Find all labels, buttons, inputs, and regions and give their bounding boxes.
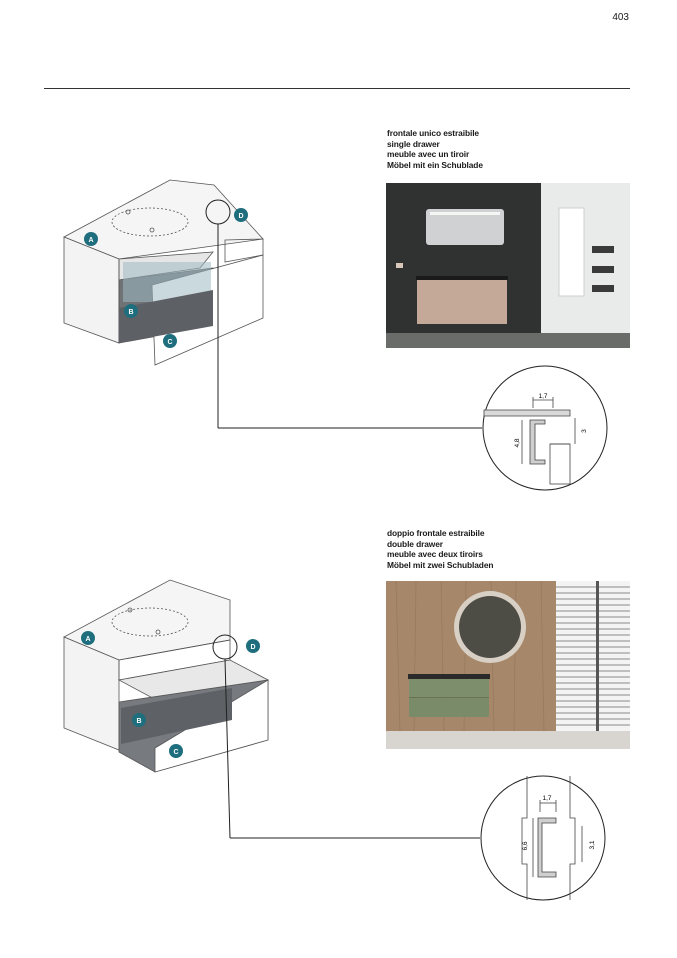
svg-text:B: B: [128, 309, 133, 316]
caption-line-it: doppio frontale estraibile: [387, 528, 485, 538]
caption-line-fr: meuble avec un tiroir: [387, 149, 470, 160]
svg-text:1,7: 1,7: [538, 393, 547, 400]
caption-double-drawer: doppio frontale estraibile double drawer…: [387, 528, 493, 570]
marker-c: C: [163, 334, 177, 348]
profile-detail-single: 1,7 4,8 3: [482, 365, 608, 491]
product-photo-single-drawer: [386, 183, 630, 348]
marker-a: A: [84, 232, 98, 246]
svg-text:6,6: 6,6: [522, 841, 529, 850]
product-photo-double-drawer: [386, 581, 630, 749]
marker-d: D: [246, 639, 260, 653]
caption-line-en: single drawer: [387, 138, 440, 149]
header-rule: [44, 88, 630, 89]
svg-text:B: B: [136, 718, 141, 725]
svg-text:1,7: 1,7: [542, 795, 551, 802]
profile-detail-double: 1,7 6,6 3,1: [480, 775, 606, 901]
caption-single-drawer: frontale unico estraibile single drawer …: [387, 128, 483, 170]
caption-line-de: Möbel mit zwei Schubladen: [387, 559, 494, 570]
marker-b: B: [124, 304, 138, 318]
caption-line-fr: meuble avec deux tiroirs: [387, 549, 483, 560]
caption-line-de: Möbel mit ein Schublade: [387, 159, 483, 170]
marker-d: D: [234, 208, 248, 222]
marker-a: A: [81, 631, 95, 645]
svg-text:C: C: [167, 339, 172, 346]
caption-line-it: frontale unico estraibile: [387, 128, 479, 138]
marker-b: B: [132, 713, 146, 727]
svg-text:A: A: [85, 636, 90, 643]
caption-line-en: double drawer: [387, 538, 443, 549]
page-number: 403: [612, 12, 629, 23]
svg-text:4,8: 4,8: [514, 438, 521, 447]
svg-text:D: D: [238, 213, 243, 220]
svg-text:D: D: [250, 644, 255, 651]
svg-text:3,1: 3,1: [589, 840, 596, 849]
svg-text:3: 3: [581, 429, 588, 433]
svg-text:C: C: [173, 749, 178, 756]
svg-text:A: A: [88, 237, 93, 244]
marker-c: C: [169, 744, 183, 758]
